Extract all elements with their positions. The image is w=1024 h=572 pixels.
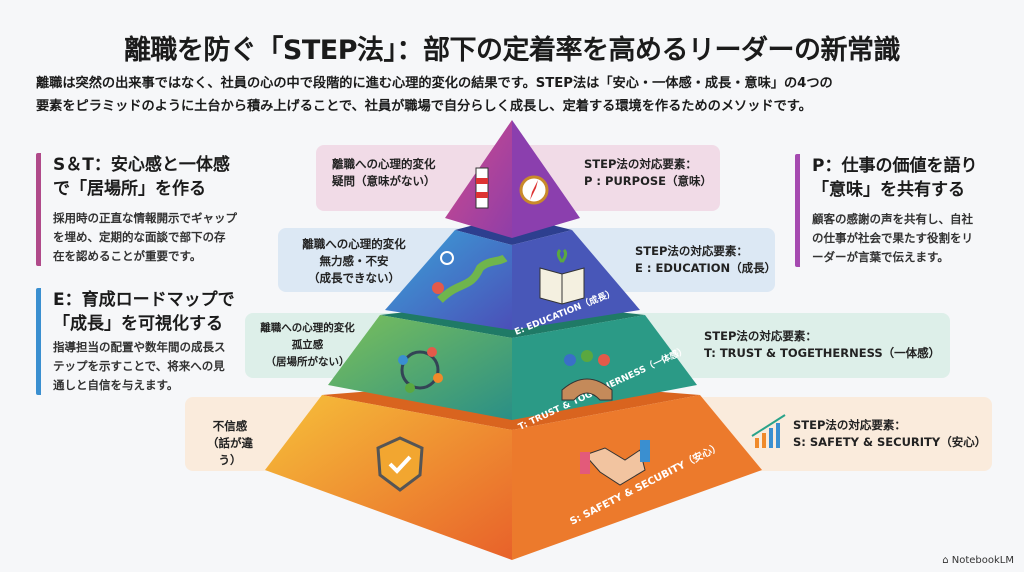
step-element-purpose: STEP法の対応要素：P : PURPOSE（意味） [584, 157, 712, 188]
notebooklm-logo-icon: ⌂ [942, 555, 952, 566]
shield-icon [376, 436, 424, 492]
roadmap-icon [432, 251, 508, 303]
compass-icon [519, 175, 549, 205]
panel-safety-trust: S＆T：安心感と一体感で「居場所」を作る 採用時の正直な情報開示でギャップを埋め… [36, 153, 237, 266]
psych-change-trust: 離職への心理的変化孤立感（居場所がない） [260, 322, 355, 368]
panel-purpose: P：仕事の価値を語り「意味」を共有する 顧客の感謝の声を共有し、自社の仕事が社会… [795, 154, 977, 267]
growth-chart-icon [751, 414, 786, 448]
lighthouse-icon [475, 167, 489, 209]
panel-body: 採用時の正直な情報開示でギャップを埋め、定期的な面談で部下の存在を認めることが重… [53, 211, 237, 263]
intro-text: 離職は突然の出来事ではなく、社員の心の中で段階的に進む心理的変化の結果です。ST… [36, 72, 996, 118]
team-circle-icon [398, 347, 443, 393]
panel-heading: P：仕事の価値を語り「意味」を共有する [812, 156, 978, 200]
step-element-education: STEP法の対応要素：E : EDUCATION（成長） [635, 244, 777, 275]
psych-change-education: 離職への心理的変化無力感・不安（成長できない） [302, 237, 406, 285]
step-element-safety: STEP法の対応要素：S: SAFETY & SECURITY（安心） [793, 418, 987, 449]
panel-body: 顧客の感謝の声を共有し、自社の仕事が社会で果たす役割をリーダーが言葉で伝えます。 [812, 212, 973, 264]
intro-line: 要素をピラミッドのように土台から積み上げることで、社員が職場で自分らしく成長し、… [36, 99, 812, 114]
psych-change-purpose: 離職への心理的変化疑問（意味がない） [332, 157, 436, 188]
handshake-icon [580, 440, 650, 486]
tier-purpose [445, 120, 580, 238]
panel-body: 指導担当の配置や数年間の成長ステップを示すことで、将来への見通しと自信を与えます… [53, 340, 226, 392]
step-element-trust: STEP法の対応要素：T: TRUST & TOGETHERNESS（一体感） [704, 329, 941, 360]
notebooklm-brand: ⌂ NotebookLM [942, 555, 1014, 566]
panel-education: E：育成ロードマップで「成長」を可視化する 指導担当の配置や数年間の成長ステップ… [36, 288, 235, 395]
panel-heading: E：育成ロードマップで「成長」を可視化する [53, 290, 235, 334]
page-title: 離職を防ぐ「STEP法」：部下の定着率を高めるリーダーの新常識 [123, 35, 901, 66]
psych-change-safety: 不信感（話が違う） [207, 419, 253, 467]
people-bridge-icon [561, 350, 613, 401]
intro-line: 離職は突然の出来事ではなく、社員の心の中で段階的に進む心理的変化の結果です。ST… [36, 76, 833, 91]
book-icon [539, 248, 585, 305]
panel-heading: S＆T：安心感と一体感で「居場所」を作る [53, 155, 230, 199]
